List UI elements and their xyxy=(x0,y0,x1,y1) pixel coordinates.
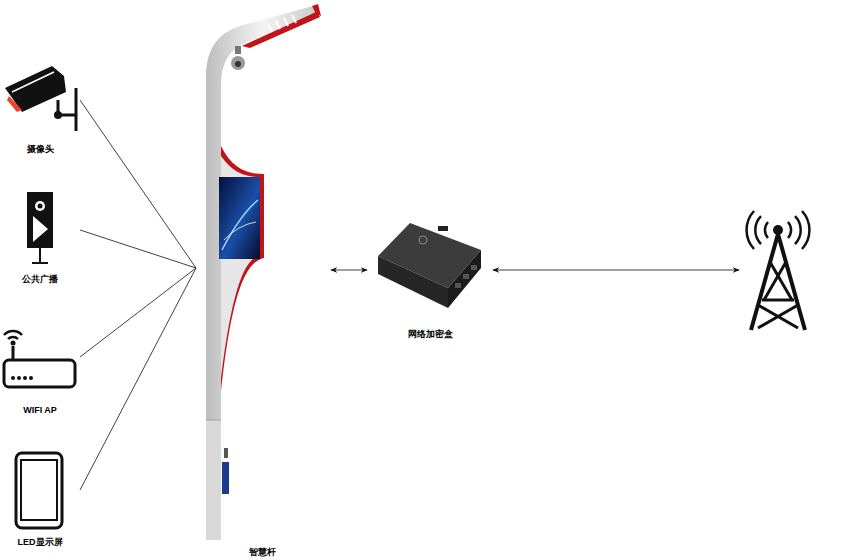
camera-icon xyxy=(5,66,76,131)
tower-node xyxy=(742,205,816,335)
tower-icon xyxy=(747,211,810,330)
connector xyxy=(80,268,196,357)
smart-pole xyxy=(206,4,321,540)
camera-node: 摄像头 xyxy=(0,60,80,155)
node-label: 智慧杆 xyxy=(248,547,277,558)
node-label: 公共广播 xyxy=(21,274,59,285)
router-icon xyxy=(4,331,75,387)
encryption-node: 网络加密盒 xyxy=(370,218,490,340)
node-label: 网络加密盒 xyxy=(407,329,454,340)
connector xyxy=(493,270,739,271)
speaker-icon xyxy=(27,192,53,263)
speaker-node: 公共广播 xyxy=(0,190,80,285)
connector xyxy=(80,268,196,490)
pole-node: 智慧杆 xyxy=(196,2,328,558)
connector xyxy=(331,270,367,271)
router-node: WIFI AP xyxy=(0,326,80,416)
node-label: LED显示屏 xyxy=(17,537,64,548)
display-icon xyxy=(16,453,62,528)
node-label: WIFI AP xyxy=(22,405,58,416)
display-node: LED显示屏 xyxy=(0,448,80,548)
connector xyxy=(80,230,196,268)
connector xyxy=(80,100,196,268)
encryption-box xyxy=(378,223,481,308)
node-label: 摄像头 xyxy=(26,144,55,155)
